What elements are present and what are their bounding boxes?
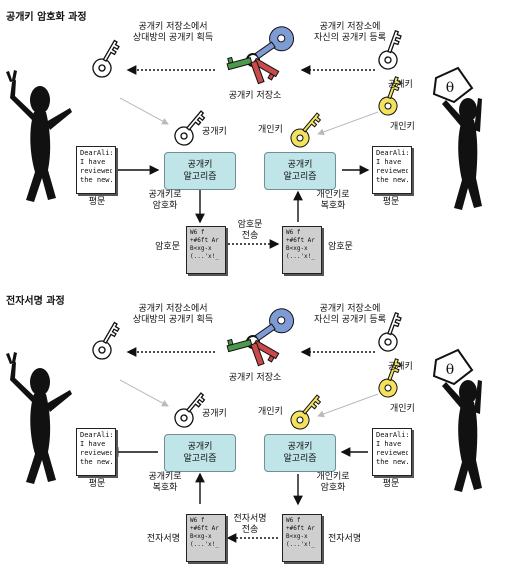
store-label: 공개키 저장소 (228, 91, 282, 101)
mid-public-key-label: 공개키 (202, 409, 227, 419)
encrypt-op-label: 공개키로 암호화 (148, 190, 182, 211)
right-private-key-label: 개인키 (390, 122, 415, 132)
document-icon: DearAli: I have reviewed the new... (372, 146, 412, 194)
encrypt-op-label: 개인키로 암호화 (316, 472, 350, 493)
key-icon (89, 318, 126, 363)
store-left-caption: 공개키 저장소에서 상대방의 공개키 획득 (132, 22, 214, 43)
signature-right-label: 전자서명 (328, 534, 362, 544)
right-public-key-label: 공개키 (388, 80, 413, 90)
document-icon: DearAli: I have reviewed the new... (76, 146, 116, 194)
mid-private-key-label: 개인키 (258, 407, 283, 417)
decrypt-op-label: 공개키로 복호화 (148, 472, 182, 493)
section-signature-graphics (6, 303, 483, 543)
right-private-key-label: 개인키 (390, 404, 415, 414)
document-icon: W6 f +#6ft Ar B<xg-x (...'x!_ (282, 514, 322, 562)
person-holding-sign-icon (433, 349, 483, 493)
store-left-caption: 공개키 저장소에서 상대방의 공개키 획득 (132, 304, 214, 325)
plain-doc-left-label: 평문 (88, 197, 106, 207)
key-icon (89, 36, 126, 81)
store-right-caption: 공개키 저장소에 자신의 공개키 등록 (314, 22, 386, 43)
plain-doc-right-label: 평문 (382, 197, 400, 207)
mid-private-key-label: 개인키 (258, 125, 283, 135)
plain-doc-right-label: 평문 (382, 479, 400, 489)
cipher-right-label: 암호문 (328, 242, 353, 252)
document-icon: W6 f +#6ft Ar B<xg-x (...'x!_ (282, 226, 322, 274)
right-public-key-label: 공개키 (388, 362, 413, 372)
key-ring-icon (224, 21, 300, 85)
transfer-label: 전자서명 전송 (233, 514, 267, 535)
key-icon (286, 390, 327, 434)
plain-doc-left-label: 평문 (88, 479, 106, 489)
store-right-caption: 공개키 저장소에 자신의 공개키 등록 (314, 304, 386, 325)
transfer-label: 암호문 전송 (237, 220, 263, 241)
signature-left-label: 전자서명 (146, 534, 180, 544)
person-waving-icon (6, 70, 72, 202)
decrypt-op-label: 개인키로 복호화 (316, 190, 350, 211)
person-holding-sign-icon (433, 67, 483, 211)
document-icon: DearAli: I have reviewed the new... (372, 428, 412, 476)
document-icon: DearAli: I have reviewed the new... (76, 428, 116, 476)
section-title: 전자서명 과정 (6, 296, 65, 307)
section-encryption-graphics (6, 21, 483, 249)
mid-public-key-label: 공개키 (202, 127, 227, 137)
cipher-left-label: 암호문 (155, 242, 180, 252)
key-ring-icon (224, 303, 300, 367)
key-icon (286, 108, 327, 152)
section-title: 공개키 암호화 과정 (6, 12, 87, 23)
document-icon: W6 f +#6ft Ar B<xg-x (...'x!_ (186, 226, 226, 274)
document-icon: W6 f +#6ft Ar B<xg-x (...'x!_ (186, 514, 226, 562)
person-waving-icon (6, 352, 72, 484)
store-label: 공개키 저장소 (228, 373, 282, 383)
